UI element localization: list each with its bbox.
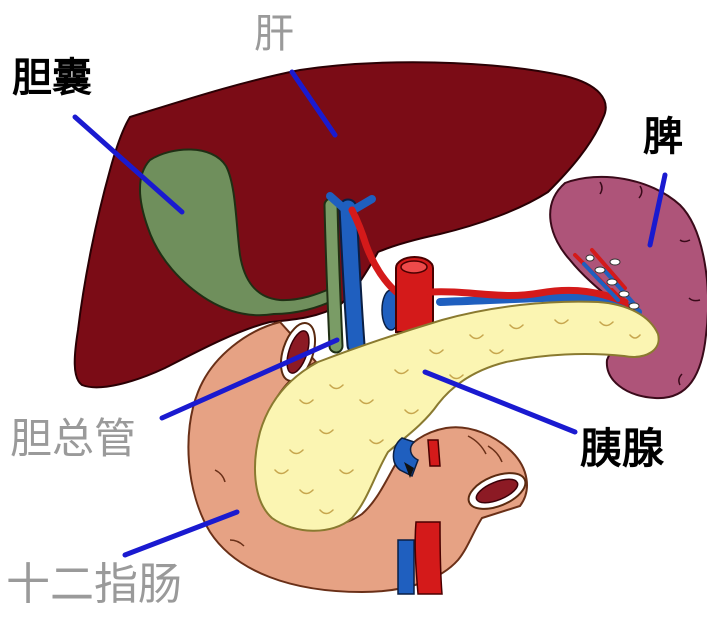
superior-mesenteric-artery-upper (428, 440, 440, 466)
hilum-fat-lobule (629, 303, 639, 309)
leader-line-pancreas (425, 372, 575, 432)
label-liver: 肝 (254, 14, 294, 54)
hilum-fat-lobule (595, 267, 605, 273)
hilum-fat-lobule (586, 255, 594, 261)
portal-vein (348, 208, 356, 345)
hilum-fat-lobule (607, 279, 617, 285)
common-bile-duct-shape (331, 205, 336, 346)
hilum-fat-lobule (619, 291, 629, 297)
aorta-top-highlight (401, 261, 427, 273)
hilum-fat-lobule (610, 259, 620, 265)
label-spleen: 脾 (643, 117, 683, 157)
label-common-bile-duct: 胆总管 (10, 418, 136, 460)
label-duodenum: 十二指肠 (6, 563, 182, 607)
superior-mesenteric-vein (398, 540, 414, 594)
superior-mesenteric-artery (415, 522, 442, 594)
label-pancreas: 胰腺 (580, 428, 664, 470)
label-gallbladder: 胆囊 (12, 58, 92, 98)
